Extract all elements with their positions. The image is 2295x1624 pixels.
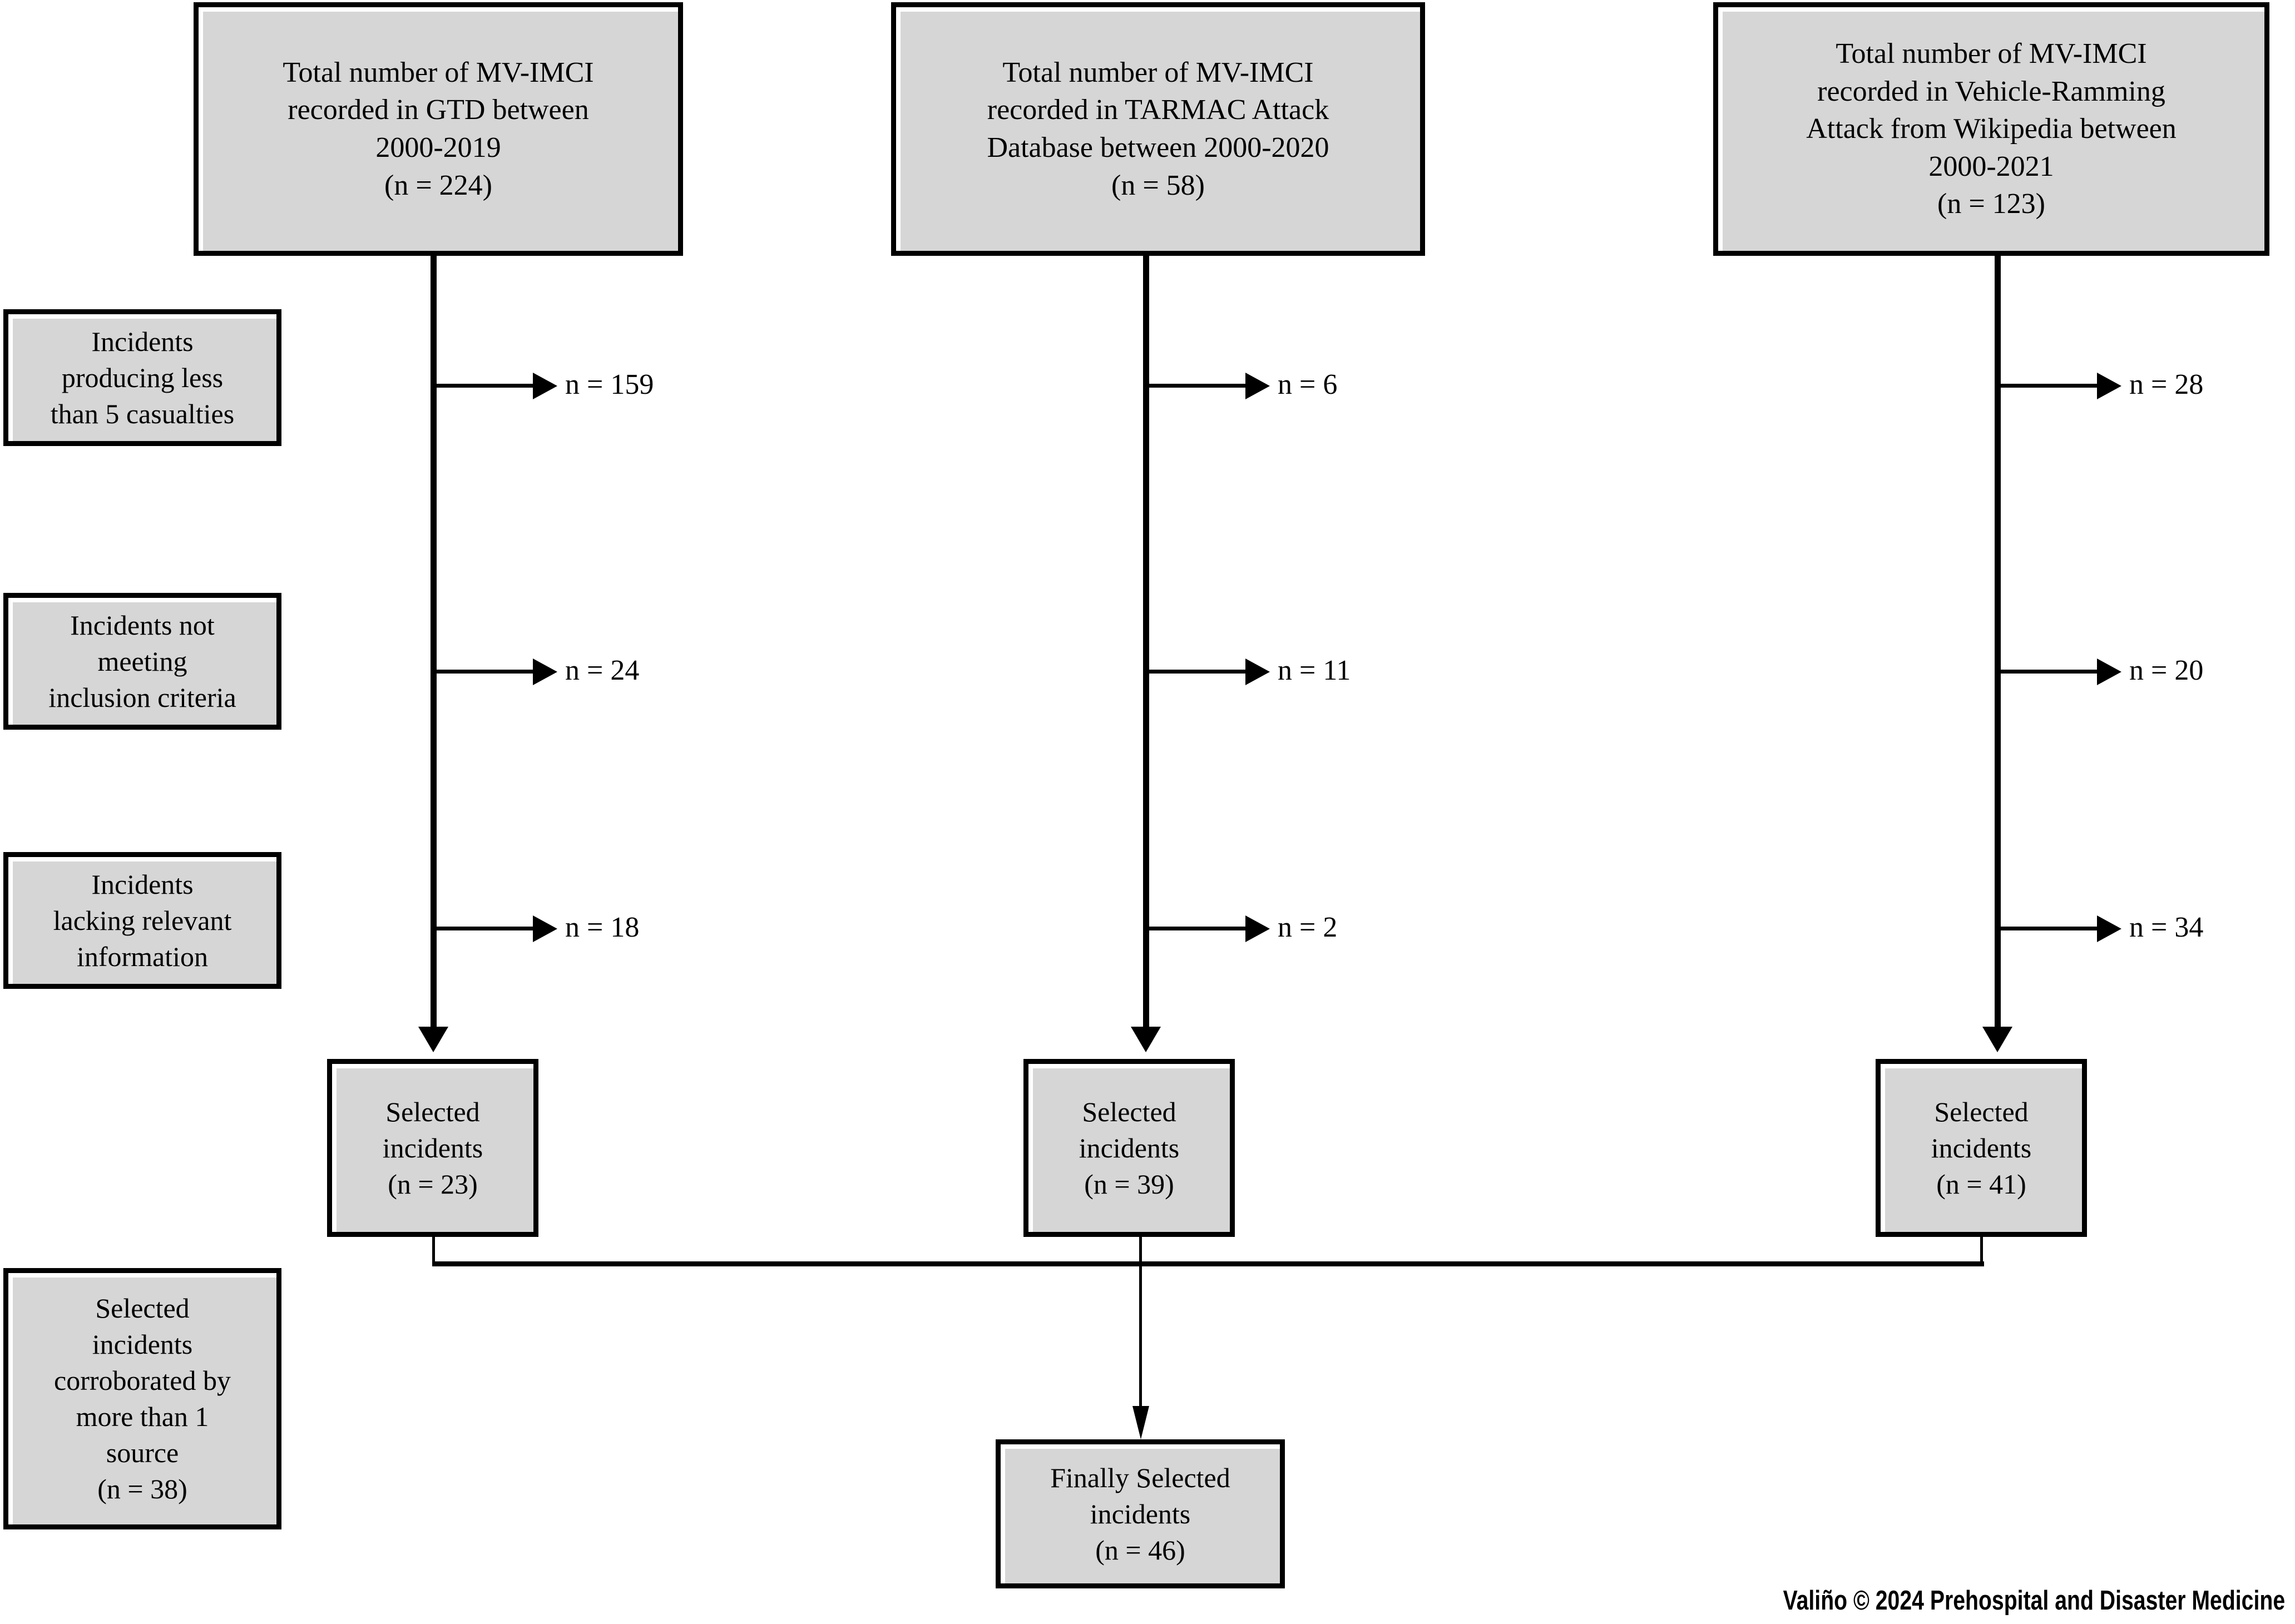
corroborated-line-3: corroborated by bbox=[54, 1365, 231, 1396]
label-gtd-exclusion-1: n = 159 bbox=[565, 369, 654, 400]
arrowhead-gtd-exclusion-2 bbox=[533, 658, 557, 685]
arrowhead-wikipedia-exclusion-2 bbox=[2097, 658, 2121, 685]
arrowhead-wikipedia-exclusion-1 bbox=[2097, 373, 2121, 399]
source-wikipedia-line-5: (n = 123) bbox=[1937, 188, 2045, 220]
arrowhead-tarmac-exclusion-1 bbox=[1245, 373, 1270, 399]
source-box-tarmac: Total number of MV-IMCI recorded in TARM… bbox=[891, 2, 1425, 256]
connector-wikipedia-exclusion-1 bbox=[2000, 384, 2100, 388]
final-line-1: Finally Selected bbox=[1050, 1462, 1230, 1493]
connector-gtd-exclusion-1 bbox=[436, 384, 536, 388]
label-wikipedia-exclusion-3: n = 34 bbox=[2129, 912, 2204, 943]
exclusion-1-line-1: Incidents bbox=[91, 325, 194, 357]
exclusion-1-line-3: than 5 casualties bbox=[50, 398, 235, 429]
source-gtd-line-4: (n = 224) bbox=[384, 169, 492, 201]
source-wikipedia-line-3: Attack from Wikipedia between bbox=[1806, 113, 2177, 145]
source-gtd-line-2: recorded in GTD between bbox=[288, 94, 589, 126]
connector-vertical-tarmac bbox=[1143, 256, 1149, 1029]
label-gtd-exclusion-3: n = 18 bbox=[565, 912, 640, 943]
final-line-3: (n = 46) bbox=[1095, 1534, 1185, 1566]
arrowhead-wikipedia-exclusion-3 bbox=[2097, 915, 2121, 942]
selected-box-tarmac: Selected incidents (n = 39) bbox=[1023, 1059, 1235, 1237]
exclusion-2-line-3: inclusion criteria bbox=[48, 681, 236, 713]
exclusion-2-line-1: Incidents not bbox=[70, 609, 215, 641]
source-box-gtd: Total number of MV-IMCI recorded in GTD … bbox=[194, 2, 683, 256]
connector-tarmac-exclusion-3 bbox=[1149, 927, 1249, 930]
connector-tarmac-exclusion-2 bbox=[1149, 670, 1249, 674]
source-gtd-line-3: 2000-2019 bbox=[375, 132, 501, 164]
corroborated-line-4: more than 1 bbox=[76, 1401, 209, 1432]
selected-box-gtd: Selected incidents (n = 23) bbox=[327, 1059, 538, 1237]
arrowhead-gtd-exclusion-1 bbox=[533, 373, 557, 399]
source-tarmac-line-4: (n = 58) bbox=[1111, 169, 1205, 201]
selected-box-wikipedia: Selected incidents (n = 41) bbox=[1876, 1059, 2087, 1237]
exclusion-3-line-2: lacking relevant bbox=[53, 904, 232, 936]
corroborated-line-6: (n = 38) bbox=[97, 1473, 187, 1504]
exclusion-2-line-2: meeting bbox=[97, 645, 187, 677]
source-tarmac-line-3: Database between 2000-2020 bbox=[987, 132, 1329, 164]
source-tarmac-line-2: recorded in TARMAC Attack bbox=[987, 94, 1329, 126]
source-tarmac-line-1: Total number of MV-IMCI bbox=[1002, 56, 1314, 88]
label-tarmac-exclusion-2: n = 11 bbox=[1278, 655, 1351, 686]
source-wikipedia-line-2: recorded in Vehicle-Ramming bbox=[1817, 75, 2165, 107]
selected-wikipedia-line-1: Selected bbox=[1934, 1096, 2029, 1127]
exclusion-3-line-1: Incidents bbox=[91, 868, 194, 900]
corroborated-line-1: Selected bbox=[95, 1293, 190, 1324]
source-wikipedia-line-4: 2000-2021 bbox=[1928, 150, 2054, 182]
final-line-2: incidents bbox=[1090, 1498, 1191, 1529]
exclusion-box-less-than-5-casualties: Incidents producing less than 5 casualti… bbox=[3, 309, 281, 446]
selected-tarmac-line-1: Selected bbox=[1082, 1096, 1176, 1127]
selected-wikipedia-line-2: incidents bbox=[1931, 1132, 2032, 1163]
label-wikipedia-exclusion-2: n = 20 bbox=[2129, 655, 2204, 686]
merge-drop-gtd bbox=[432, 1237, 435, 1264]
arrowhead-down-final bbox=[1132, 1406, 1149, 1439]
arrowhead-tarmac-exclusion-2 bbox=[1245, 658, 1270, 685]
connector-gtd-exclusion-3 bbox=[436, 927, 536, 930]
corroborated-line-5: source bbox=[106, 1437, 179, 1468]
corroborated-box: Selected incidents corroborated by more … bbox=[3, 1268, 281, 1529]
label-wikipedia-exclusion-1: n = 28 bbox=[2129, 369, 2204, 400]
exclusion-1-line-2: producing less bbox=[61, 362, 224, 393]
copyright-credit: Valiño © 2024 Prehospital and Disaster M… bbox=[1783, 1586, 2286, 1616]
label-gtd-exclusion-2: n = 24 bbox=[565, 655, 640, 686]
selected-wikipedia-line-3: (n = 41) bbox=[1936, 1168, 2026, 1200]
source-wikipedia-line-1: Total number of MV-IMCI bbox=[1836, 38, 2147, 70]
connector-wikipedia-exclusion-2 bbox=[2000, 670, 2100, 674]
connector-wikipedia-exclusion-3 bbox=[2000, 927, 2100, 930]
connector-tarmac-exclusion-1 bbox=[1149, 384, 1249, 388]
selected-gtd-line-1: Selected bbox=[385, 1096, 480, 1127]
selected-gtd-line-2: incidents bbox=[382, 1132, 483, 1163]
arrowhead-down-tarmac bbox=[1131, 1027, 1161, 1052]
connector-vertical-gtd bbox=[431, 256, 437, 1029]
arrowhead-gtd-exclusion-3 bbox=[533, 915, 557, 942]
selected-tarmac-line-2: incidents bbox=[1079, 1132, 1180, 1163]
label-tarmac-exclusion-3: n = 2 bbox=[1278, 912, 1338, 943]
selected-gtd-line-3: (n = 23) bbox=[388, 1168, 478, 1200]
corroborated-line-2: incidents bbox=[92, 1329, 193, 1360]
merge-drop-wikipedia bbox=[1980, 1237, 1983, 1264]
label-tarmac-exclusion-1: n = 6 bbox=[1278, 369, 1338, 400]
merge-horizontal-bar bbox=[432, 1261, 1984, 1266]
merge-stem-to-final bbox=[1139, 1237, 1142, 1415]
selected-tarmac-line-3: (n = 39) bbox=[1084, 1168, 1174, 1200]
exclusion-3-line-3: information bbox=[76, 940, 209, 972]
source-gtd-line-1: Total number of MV-IMCI bbox=[283, 56, 594, 88]
arrowhead-down-wikipedia bbox=[1982, 1027, 2012, 1052]
source-box-wikipedia: Total number of MV-IMCI recorded in Vehi… bbox=[1713, 2, 2269, 256]
connector-vertical-wikipedia bbox=[1995, 256, 2001, 1029]
connector-gtd-exclusion-2 bbox=[436, 670, 536, 674]
arrowhead-down-gtd bbox=[418, 1027, 448, 1052]
arrowhead-tarmac-exclusion-3 bbox=[1245, 915, 1270, 942]
exclusion-box-lacking-relevant-information: Incidents lacking relevant information bbox=[3, 852, 281, 989]
final-selected-box: Finally Selected incidents (n = 46) bbox=[996, 1439, 1285, 1588]
exclusion-box-not-meeting-inclusion-criteria: Incidents not meeting inclusion criteria bbox=[3, 593, 281, 730]
